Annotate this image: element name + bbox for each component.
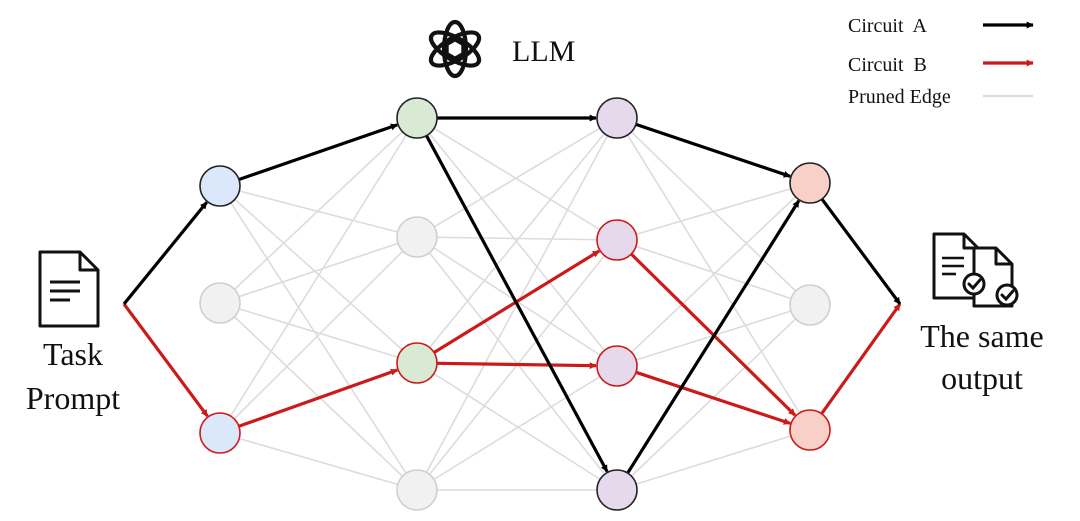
circuit-a-edge — [425, 134, 609, 473]
node-layer-2-3 — [396, 469, 438, 511]
pruned-edge — [616, 239, 811, 306]
input-label-line-2: Prompt — [26, 380, 120, 416]
pruned-edge — [416, 117, 618, 238]
circuit-b-edge — [635, 370, 791, 425]
node-layer-3-3 — [596, 469, 638, 511]
node-layer-3-0 — [596, 97, 638, 139]
circuit-b-edge — [820, 303, 902, 415]
legend: Circuit A Circuit B Pruned Edge — [848, 15, 1034, 108]
node-layer-1-2 — [199, 412, 241, 454]
output-label-line-1: The same — [920, 318, 1044, 354]
node-layer-3-1 — [596, 219, 638, 261]
verified-documents-icon — [932, 232, 1019, 308]
circuit-a-edges — [122, 114, 902, 474]
node-layer-3-2 — [596, 345, 638, 387]
pruned-edge — [219, 236, 418, 304]
node-layer-4-1 — [789, 284, 831, 326]
node-layer-2-0 — [396, 97, 438, 139]
circuit-a-edge — [122, 201, 208, 306]
document-icon — [38, 250, 100, 328]
circuit-b-edge — [436, 361, 597, 370]
pruned-edge — [219, 117, 418, 304]
pruned-edge — [616, 182, 811, 241]
openai-logo-icon — [428, 19, 482, 79]
circuit-a-edge — [820, 198, 902, 305]
model-title: LLM — [512, 35, 575, 68]
legend-label-pruned: Pruned Edge — [848, 86, 951, 108]
pruned-edge — [219, 302, 418, 364]
network-nodes — [199, 97, 831, 511]
circuit-a-edge — [626, 199, 801, 474]
pruned-edge — [616, 182, 811, 367]
pruned-edge — [416, 365, 618, 491]
circuit-a-edge — [238, 123, 398, 181]
pruned-edge — [416, 236, 618, 241]
legend-label-circuit-b: Circuit B — [848, 54, 927, 76]
legend-label-circuit-a: Circuit A — [848, 15, 927, 37]
input-label-line-1: Task — [43, 336, 103, 372]
node-layer-2-2 — [396, 342, 438, 384]
pruned-edge — [219, 185, 418, 491]
pruned-edge — [416, 117, 618, 364]
pruned-edge — [416, 117, 618, 367]
node-layer-4-2 — [789, 409, 831, 451]
pruned-edge — [416, 117, 618, 241]
circuit-a-edge — [635, 122, 791, 178]
pruned-edge — [219, 236, 418, 434]
pruned-edge — [616, 429, 811, 491]
pruned-edge — [416, 362, 618, 491]
pruned-edge — [219, 117, 418, 434]
circuit-b-edge — [238, 368, 398, 428]
circuit-b-edge — [122, 303, 209, 418]
output-label-line-2: output — [941, 360, 1023, 396]
node-layer-4-0 — [789, 162, 831, 204]
node-layer-1-0 — [199, 165, 241, 207]
node-layer-2-1 — [396, 216, 438, 258]
node-layer-1-1 — [199, 282, 241, 324]
pruned-edge — [219, 432, 418, 491]
